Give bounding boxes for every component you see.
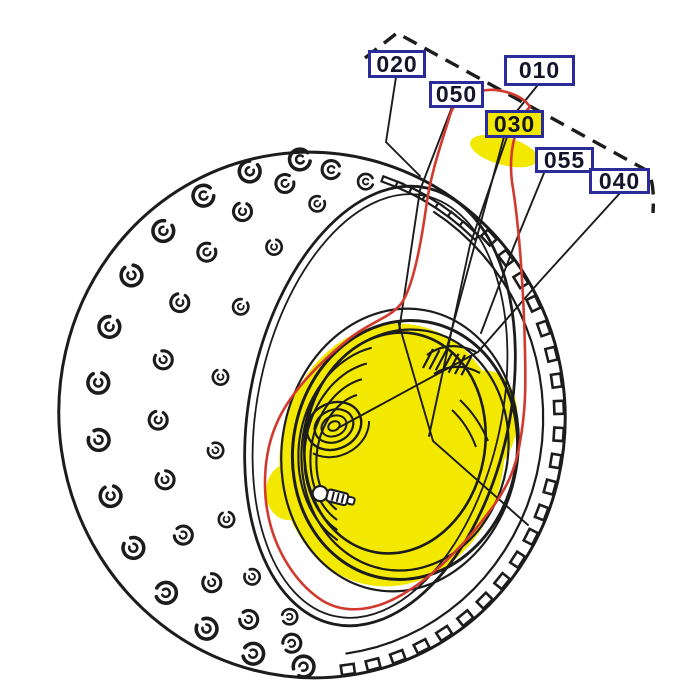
rim-line-art <box>290 319 520 581</box>
lug-slot-hatch <box>426 345 481 375</box>
red-annotation-loop <box>263 88 532 611</box>
part-label-040[interactable]: 040 <box>589 168 650 194</box>
part-label-020-text: 020 <box>376 50 418 77</box>
leader-040 <box>337 192 621 429</box>
hub-center-cap <box>305 400 363 452</box>
part-label-050[interactable]: 050 <box>429 81 484 108</box>
part-label-030[interactable]: 030 <box>485 110 544 138</box>
part-label-040-text: 040 <box>598 167 641 194</box>
leader-020 <box>384 76 421 177</box>
highlight-rim-right <box>444 370 518 478</box>
part-label-020[interactable]: 020 <box>368 50 426 78</box>
leader-crossing-line <box>397 320 529 526</box>
leader-030 <box>428 136 508 437</box>
disc-detail-arc-2 <box>451 409 477 448</box>
disc-detail-arc-1 <box>459 399 489 442</box>
highlight-smear-030 <box>469 134 539 168</box>
rim-outer-flange <box>290 319 520 581</box>
generated-tread-and-rim-detail <box>86 147 566 679</box>
part-label-010[interactable]: 010 <box>504 55 575 86</box>
leader-050 <box>398 106 453 332</box>
part-label-055-text: 055 <box>543 146 586 173</box>
sidewall-inner-line <box>251 193 509 619</box>
part-label-050-text: 050 <box>435 81 478 107</box>
highlight-rim-main <box>279 323 505 587</box>
highlight-rim-left <box>266 464 310 520</box>
part-label-055[interactable]: 055 <box>535 147 594 173</box>
part-label-010-text: 010 <box>518 57 561 83</box>
leader-055 <box>480 172 545 334</box>
valve-stem <box>311 484 356 507</box>
part-label-030-text: 030 <box>493 110 536 137</box>
highlighter-marks <box>266 134 539 587</box>
rim-second-flange <box>300 328 510 572</box>
